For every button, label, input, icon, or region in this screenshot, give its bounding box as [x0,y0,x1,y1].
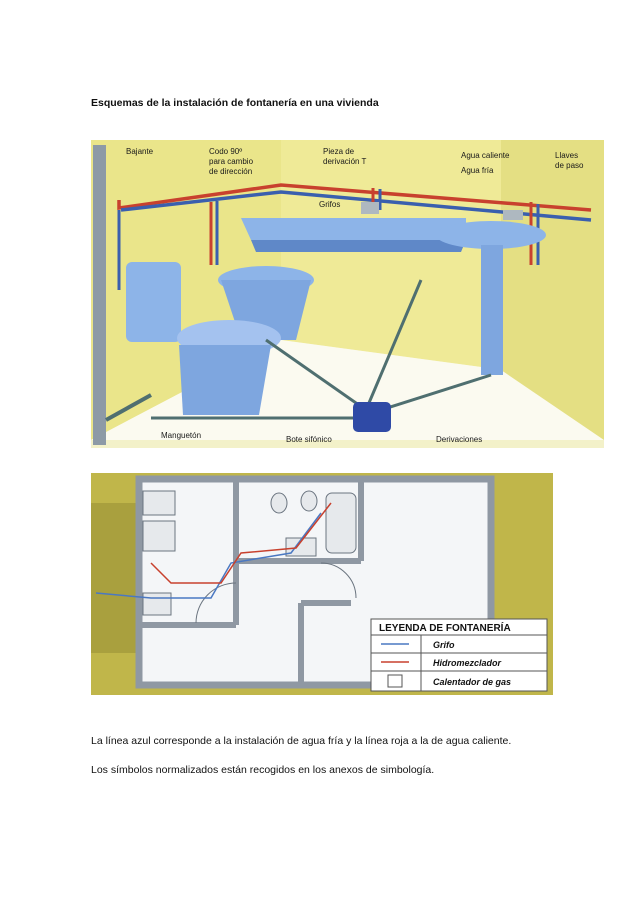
legend-title: LEYENDA DE FONTANERÍA [379,621,511,634]
caption-water-lines: La línea azul corresponde a la instalaci… [91,735,512,747]
plan-bathtub [325,492,357,554]
plan-washbasin [285,537,317,557]
label-codo-1: Codo 90º [209,147,242,156]
label-codo-2: para cambio [209,157,254,166]
kitchen-sink [142,520,176,552]
cold-water-line [120,190,592,222]
plan-bidet [300,490,318,512]
hot-water-line [117,183,592,212]
label-agua-caliente: Agua caliente [461,151,510,160]
washbasin-pedestal [481,245,503,375]
label-derivaciones: Derivaciones [436,435,482,444]
legend-hidromezclador: Hidromezclador [433,658,502,668]
mangueton-pipe [105,393,152,422]
label-mangueton: Manguetón [161,431,201,440]
label-codo-3: de dirección [209,167,252,176]
plan-cold-line [95,512,322,599]
page-heading: Esquemas de la instalación de fontanería… [91,97,379,109]
label-llaves-1: Llaves [555,151,578,160]
label-bote-sifonico: Bote sifónico [286,435,332,444]
water-heater [142,592,172,616]
label-pieza-2: derivación T [323,157,367,166]
bathtub [241,218,466,240]
tub-faucet [361,202,379,214]
label-agua-fria: Agua fría [461,166,494,175]
plumbing-legend: LEYENDA DE FONTANERÍA Grifo Hidromezclad… [370,618,548,692]
label-bajante: Bajante [126,147,154,156]
caption-symbols: Los símbolos normalizados están recogido… [91,764,435,776]
label-grifos: Grifos [319,200,340,209]
label-llaves-2: de paso [555,161,584,170]
plan-toilet [270,492,288,514]
toilet-cistern [126,262,181,342]
legend-grifo: Grifo [433,640,455,650]
plan-outer-wall [135,475,495,689]
bajante-pipe [93,145,106,445]
legend-calentador: Calentador de gas [433,677,511,687]
label-pieza-1: Pieza de [323,147,355,156]
bathroom-plumbing-diagram: Bajante Codo 90º para cambio de direcció… [91,140,604,448]
floor-plan-diagram: LEYENDA DE FONTANERÍA Grifo Hidromezclad… [91,473,553,695]
bote-sifonico [353,402,391,432]
stove [142,490,176,516]
washbasin [436,221,546,249]
plan-hot-line [150,502,332,584]
